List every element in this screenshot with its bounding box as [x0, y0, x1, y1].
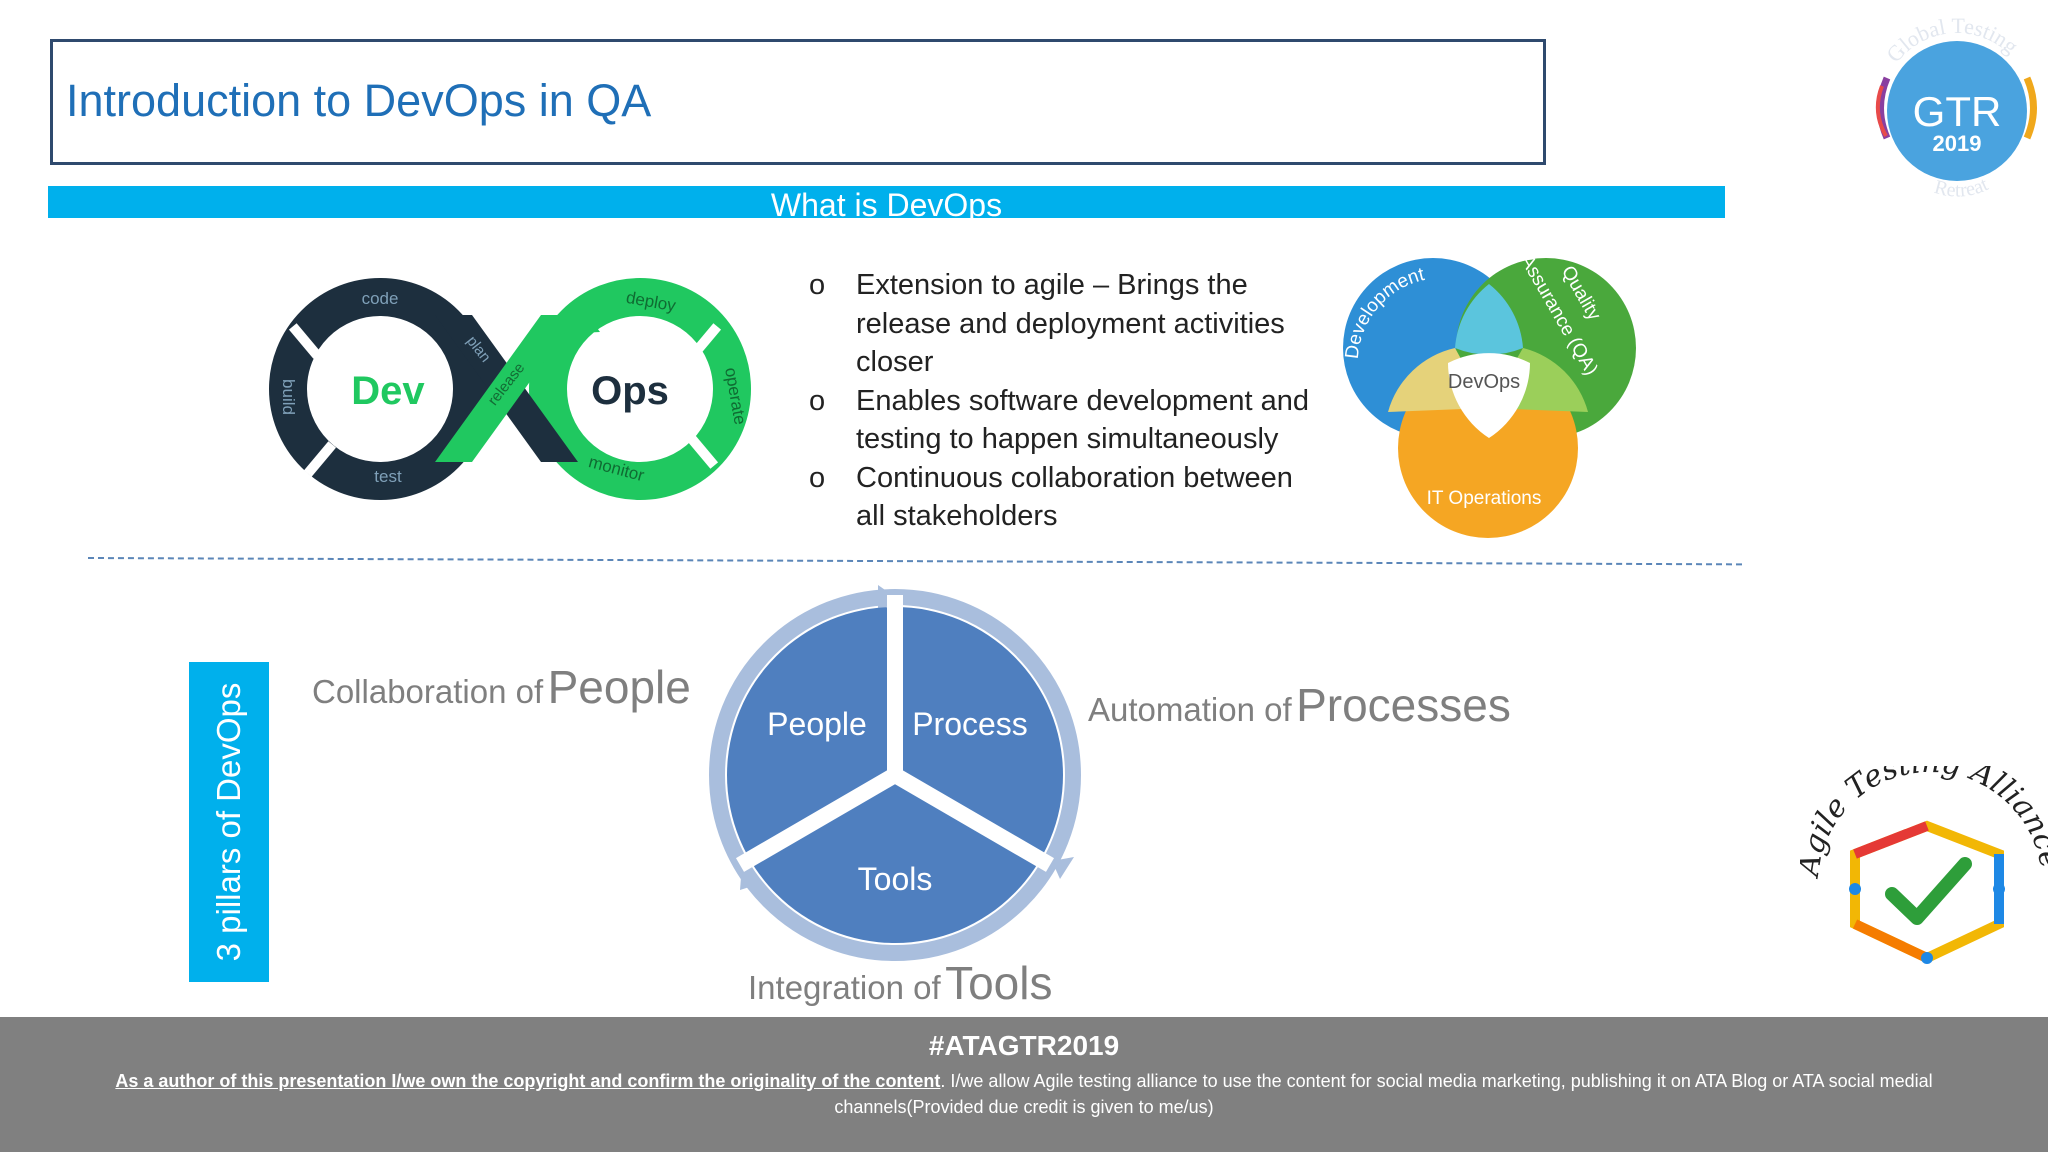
devops-definition-list: Extension to agile – Brings the release … — [805, 266, 1325, 536]
devops-infinity-logo: code build test plan release deploy oper… — [269, 278, 751, 500]
list-item: Continuous collaboration between all sta… — [805, 459, 1325, 536]
caption-tools: Integration of Tools — [748, 957, 1053, 1009]
disclaimer-copyright: As a author of this presentation I/we ow… — [115, 1071, 941, 1091]
svg-text:IT Operations: IT Operations — [1427, 488, 1542, 509]
caption-people: Collaboration of People — [312, 661, 691, 713]
devops-venn-diagram: DevOps Development Quality Assurance (QA… — [1342, 251, 1636, 538]
svg-text:Dev: Dev — [351, 369, 425, 413]
gtr-2019-logo: Global Testing Retreat GTR 2019 — [1875, 13, 2037, 202]
agile-testing-alliance-logo: Agile Testing Alliance — [1800, 766, 2048, 964]
svg-text:People: People — [767, 706, 867, 742]
svg-text:test: test — [374, 467, 402, 486]
pillars-cycle-diagram: People Process Tools — [709, 585, 1081, 961]
title-box — [50, 39, 1546, 165]
svg-text:Tools: Tools — [858, 861, 933, 897]
svg-text:Ops: Ops — [591, 369, 669, 413]
svg-text:code: code — [362, 289, 399, 308]
dashed-divider — [87, 557, 1742, 566]
svg-text:DevOps: DevOps — [1448, 371, 1520, 393]
footer-bar — [0, 1017, 2048, 1152]
footer-hashtag: #ATAGTR2019 — [928, 1030, 1120, 1061]
pillars-label-box — [189, 662, 269, 982]
footer-disclaimer: As a author of this presentation I/we ow… — [40, 1068, 2008, 1120]
svg-text:Process: Process — [912, 706, 1028, 742]
disclaimer-permission: . I/we allow Agile testing alliance to u… — [834, 1071, 1933, 1117]
svg-text:GTR: GTR — [1913, 88, 2002, 135]
section-banner: What is DevOps — [48, 186, 1725, 218]
list-item: Enables software development and testing… — [805, 382, 1325, 459]
slide-title: Introduction to DevOps in QA — [66, 75, 652, 126]
banner-title: What is DevOps — [770, 187, 1003, 218]
svg-text:build: build — [279, 379, 298, 415]
caption-processes: Automation of Processes — [1088, 679, 1511, 731]
svg-text:2019: 2019 — [1933, 131, 1982, 156]
pillars-label: 3 pillars of DevOps — [210, 682, 247, 962]
list-item: Extension to agile – Brings the release … — [805, 266, 1325, 382]
